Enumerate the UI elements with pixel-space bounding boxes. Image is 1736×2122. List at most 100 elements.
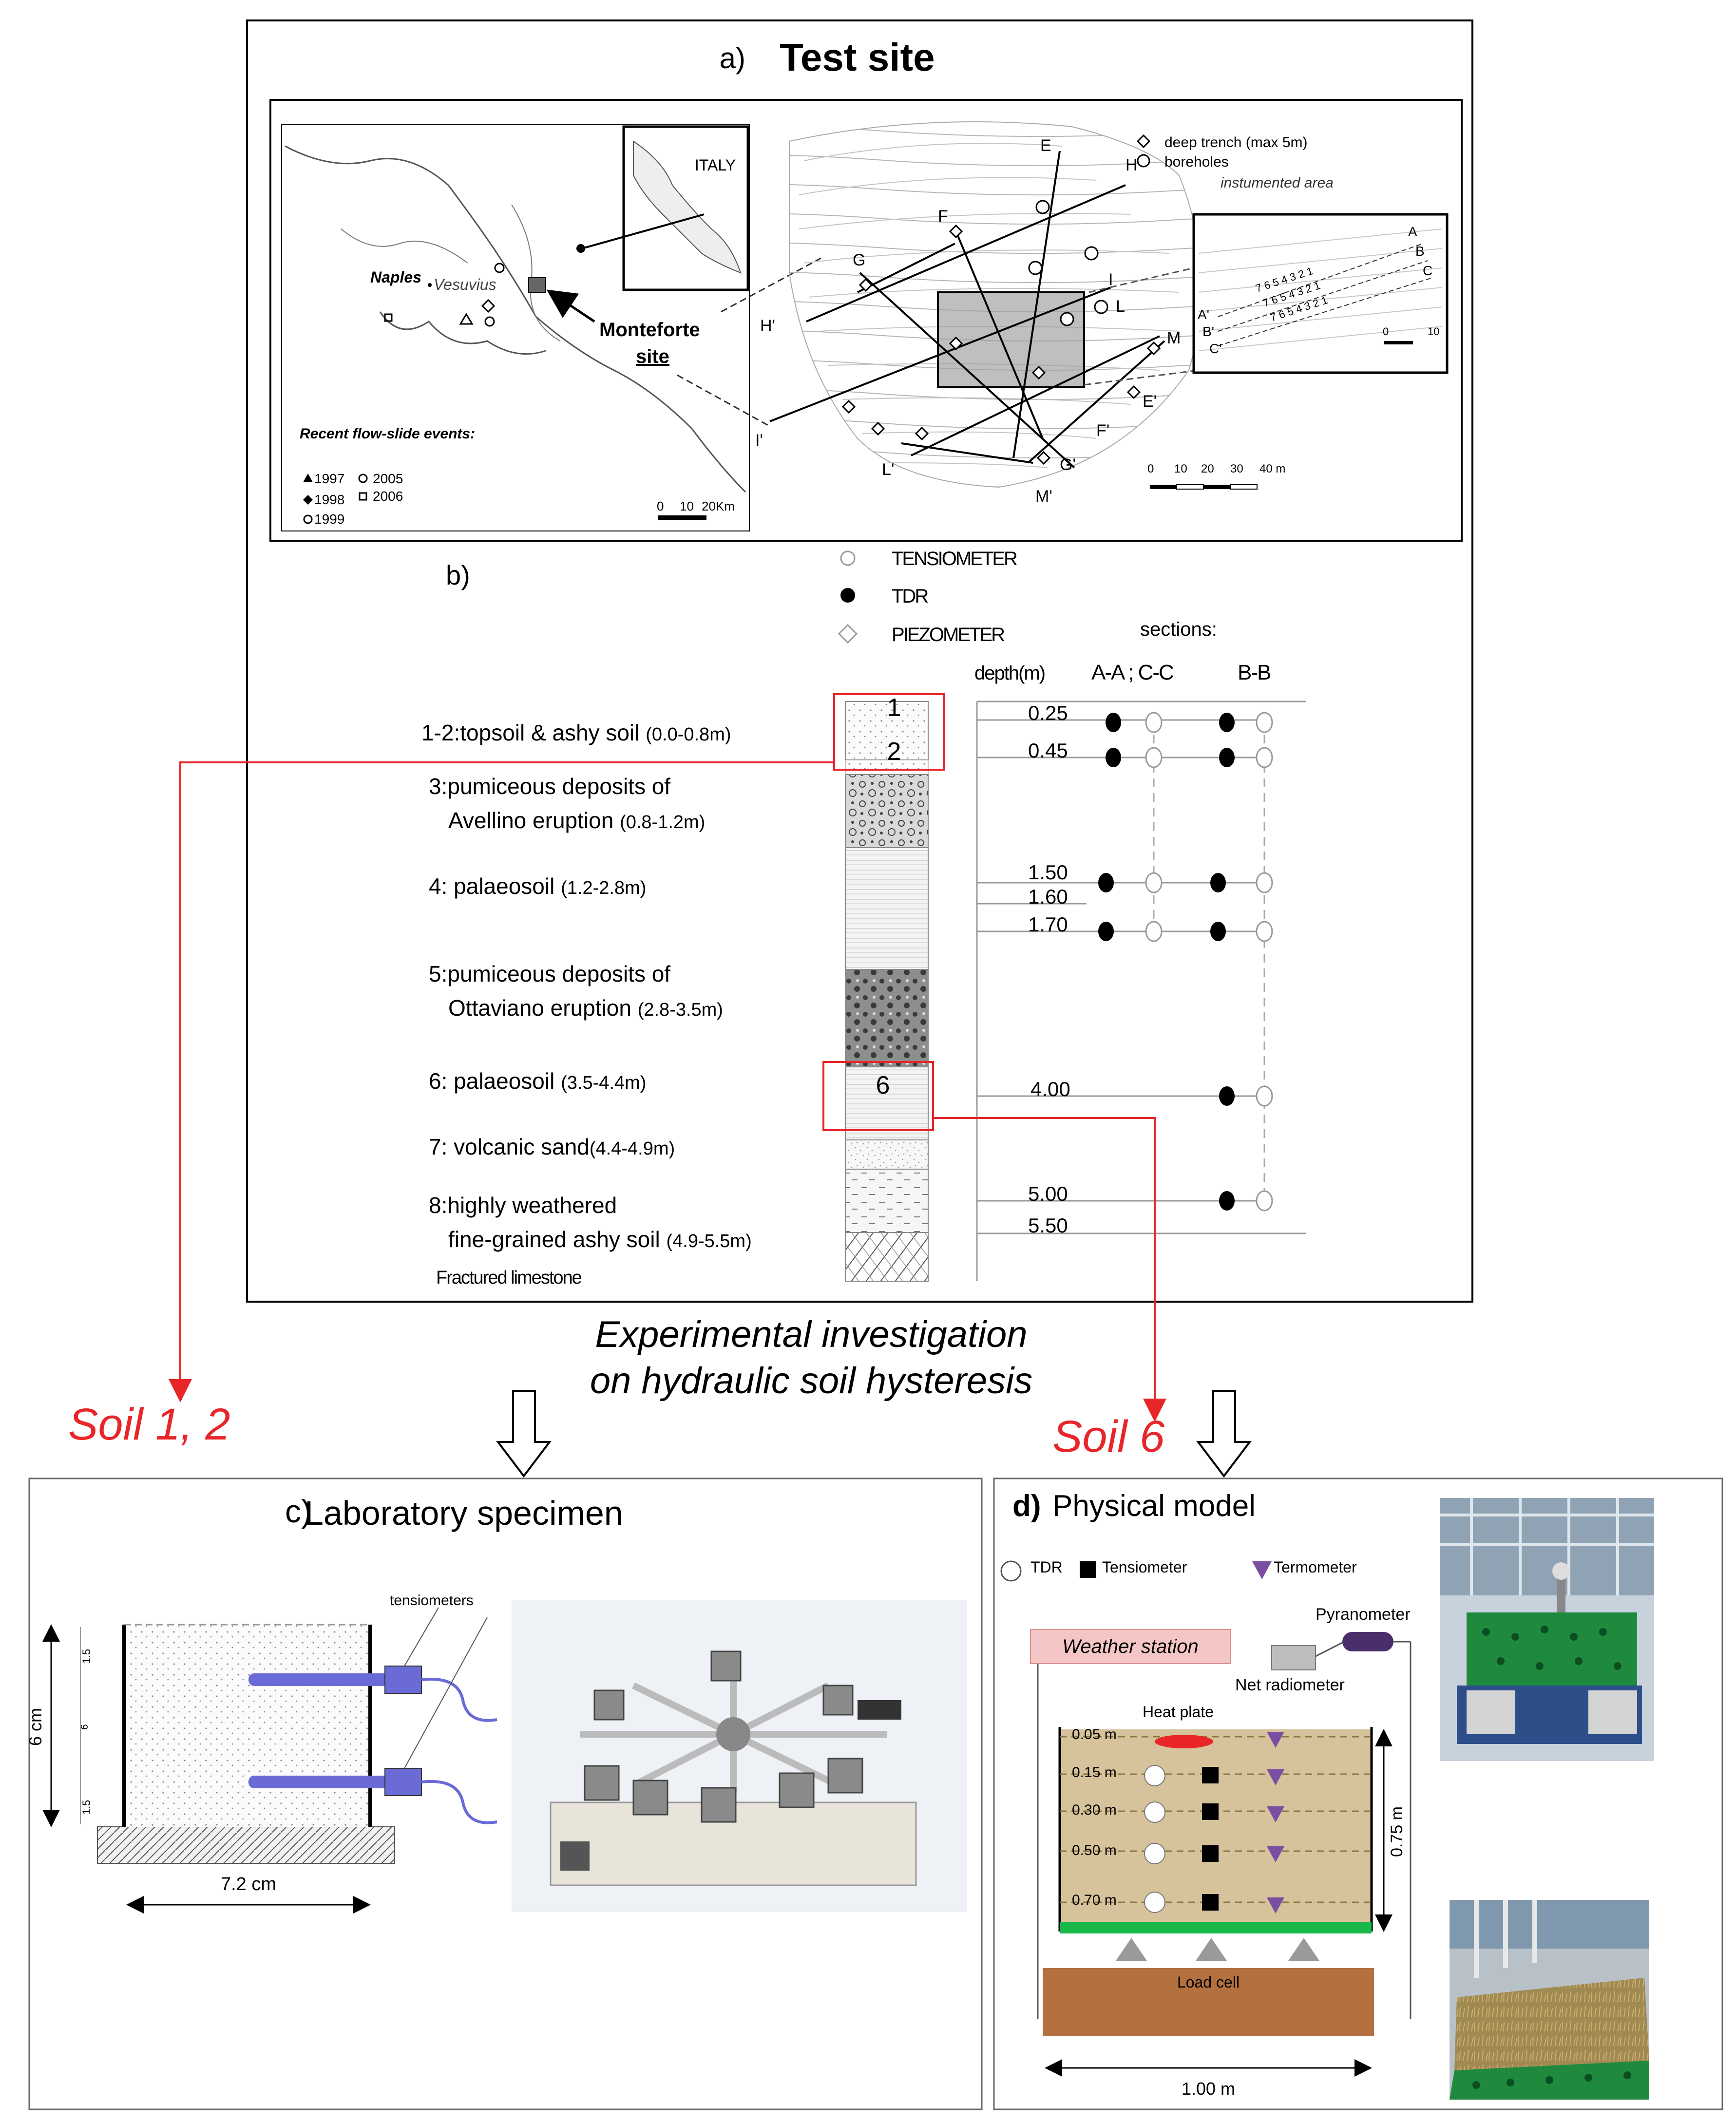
weather-station-label: Weather station [1062,1636,1198,1657]
inset-section-c [1218,277,1433,346]
tensio-leader-2 [404,1617,488,1769]
tensiometers-label: tensiometers [390,1592,474,1609]
legend-piezometer-icon [838,624,858,644]
inset-scale-0: 0 [1383,325,1389,338]
load-cell-label: Load cell [1177,1973,1240,1991]
svg-text:4.00: 4.00 [1030,1078,1070,1100]
layer-list: 1-2:topsoil & ashy soil (0.0-0.8m) 3:pum… [421,720,752,1252]
site-marker [528,277,546,293]
svg-text:1-2:topsoil & ashy soil (0.0-0: 1-2:topsoil & ashy soil (0.0-0.8m) [421,720,731,745]
model-width-label: 1.00 m [1182,2079,1235,2099]
svg-text:M': M' [1035,487,1052,506]
middle-text-2: on hydraulic soil hysteresis [590,1360,1032,1402]
physical-model-photo-top [1440,1498,1654,1761]
svg-text:6: palaeosoil (3.5-4.4m): 6: palaeosoil (3.5-4.4m) [429,1068,646,1094]
panel-a-title: Test site [780,36,935,79]
physical-model-photo-bottom [1450,1900,1649,2100]
panel-d-label: d) [1012,1489,1041,1523]
load-supports [1116,1938,1319,1961]
heat-plate [1155,1735,1213,1748]
map-scalebar [658,515,706,520]
svg-text:3:pumiceous deposits of: 3:pumiceous deposits of [429,774,670,799]
svg-text:G': G' [1060,455,1076,474]
event-diamond [481,299,496,313]
legend-trench: deep trench (max 5m) [1164,134,1307,151]
weather-station [1030,1629,1231,1664]
map-scale-0: 0 [657,499,664,513]
legend-borehole-icon [1137,154,1150,168]
svg-text:H': H' [760,317,775,335]
instrumented-inset [1192,213,1449,374]
panel-c-label: c) [285,1493,312,1529]
naples-label: Naples [370,268,421,286]
plan-scale-20: 20 [1201,462,1214,475]
legend-trench-icon [1136,134,1151,149]
soil6-label: Soil 6 [1052,1412,1165,1461]
svg-text:0.50 m: 0.50 m [1072,1842,1117,1858]
column-label-6: 6 [876,1071,890,1099]
legend-pentagon [358,474,368,483]
borehole-markers [1028,200,1108,326]
inset-contours [1198,228,1443,351]
physical-model-depths: 0.05 m 0.15 m 0.30 m 0.50 m 0.70 m [1072,1726,1117,1908]
svg-text:1.50: 1.50 [1028,861,1068,884]
tdr-circles [1144,1765,1165,1913]
termometer-triangles [1267,1732,1284,1914]
green-base [1060,1922,1372,1933]
inset-c-prime: C' [1209,341,1222,356]
legend-triangle [303,474,313,482]
legend-tdr-circle [1000,1560,1022,1582]
depth-lines [977,719,1306,1234]
sensor-markers [1098,712,1273,1212]
svg-text:H: H [1126,156,1138,174]
section-labels: E H F G H' I L M E' F' G' M' L' I' [755,136,1181,506]
inset-line-2 [1084,369,1199,386]
offset-label-bottom: 1.5 [80,1800,93,1815]
section-lines [769,151,1165,469]
region-border [285,145,746,493]
event-circle [494,263,505,273]
site-arrow [546,289,595,323]
svg-text:E: E [1040,136,1051,155]
inset-section-b [1218,260,1428,332]
inset-scalebar [1384,341,1413,344]
svg-text:G: G [853,251,865,269]
italy-pointer-dot [576,244,585,253]
column-label-2: 2 [887,738,901,766]
legend-diamond [303,495,313,505]
svg-text:5:pumiceous deposits of: 5:pumiceous deposits of [429,961,670,986]
year-2006: 2006 [373,489,403,504]
svg-text:0.05 m: 0.05 m [1072,1726,1117,1743]
legend-square [359,492,367,501]
inset-line-1 [1088,267,1194,293]
soil12-connector [169,761,834,1402]
map-scale-10: 10 [680,499,694,513]
panel-a-label: a) [720,42,745,75]
legend-tdr: TDR [892,586,928,607]
pyranometer-label: Pyranometer [1316,1605,1411,1624]
soil12-highlight [833,693,945,771]
map-scale-20: 20Km [702,499,735,513]
net-radiometer [1271,1645,1316,1670]
svg-text:L': L' [882,460,894,479]
svg-text:0.70 m: 0.70 m [1072,1892,1117,1908]
inset-a-prime: A' [1198,307,1209,322]
tensiometer-probes [248,1666,497,1824]
svg-text:F': F' [1096,421,1109,440]
svg-text:5.00: 5.00 [1028,1182,1068,1205]
width-label: 7.2 cm [221,1874,276,1895]
year-1999: 1999 [314,512,344,527]
inset-b: B [1415,244,1425,259]
plan-scalebar [1150,484,1258,490]
svg-text:L: L [1116,297,1125,316]
plan-scale-40: 40 m [1259,462,1285,475]
legend-piezometer: PIEZOMETER [892,624,1005,645]
svg-text:I: I [1108,270,1113,289]
svg-text:4: palaeosoil (1.2-2.8m): 4: palaeosoil (1.2-2.8m) [429,873,646,899]
down-arrow-c [496,1390,552,1478]
legend-instrumented: instumented area [1221,175,1334,191]
radiometer-arm [1315,1642,1343,1657]
svg-text:1.60: 1.60 [1028,885,1068,908]
svg-text:Ottaviano eruption (2.8-3.5m): Ottaviano eruption (2.8-3.5m) [448,995,723,1021]
